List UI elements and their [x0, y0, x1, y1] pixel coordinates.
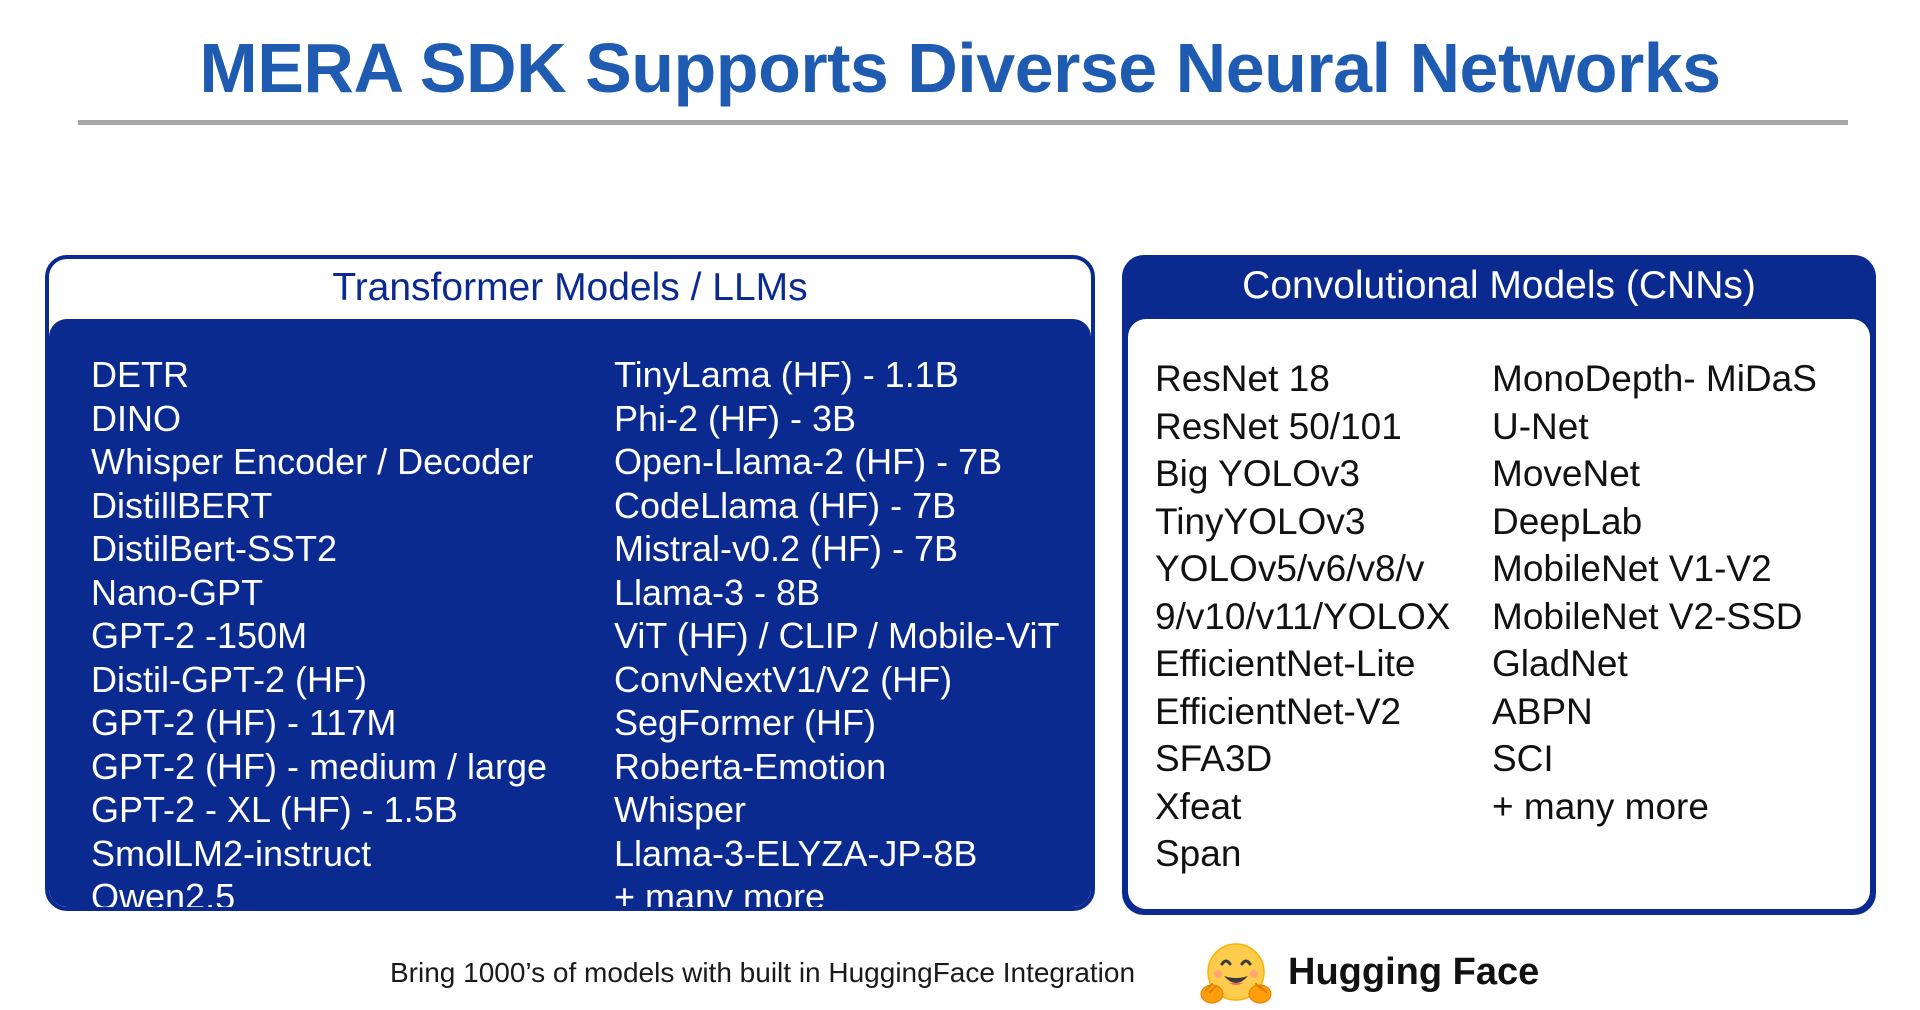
cnn-list-column-1: ResNet 18 ResNet 50/101 Big YOLOv3 TinyY… [1155, 355, 1450, 878]
model-list-item: MoveNet [1492, 453, 1641, 494]
model-list-item: MobileNet V2-SSD [1492, 595, 1803, 637]
model-list-item: Nano-GPT [91, 571, 264, 613]
model-list-item: 9/v10/v11/YOLOX [1155, 595, 1451, 637]
model-list-item: GPT-2 - XL (HF) - 1.5B [91, 789, 458, 830]
model-list-item: ResNet 50/101 [1155, 405, 1402, 447]
model-list-item: GPT-2 (HF) - 117M [91, 702, 397, 743]
model-list-item: ResNet 18 [1155, 358, 1330, 399]
model-list-item: SegFormer (HF) [614, 702, 877, 743]
model-list-item: SCI [1492, 738, 1554, 779]
cnn-panel-header: Convolutional Models (CNNs) [1242, 264, 1756, 307]
model-list-item: Llama-3 - 8B [614, 571, 821, 613]
model-list-item: EfficientNet-Lite [1155, 643, 1416, 684]
model-list-item: GPT-2 (HF) - medium / large [91, 745, 548, 787]
model-list-item: Whisper Encoder / Decoder [91, 441, 534, 482]
model-list-item: U-Net [1492, 405, 1589, 447]
model-list-item: Open-Llama-2 (HF) - 7B [614, 441, 1003, 482]
model-list-item: SmolLM2-instruct [91, 832, 372, 874]
model-list-item: Roberta-Emotion [614, 745, 887, 787]
model-list-item: GPT-2 -150M [91, 615, 308, 656]
model-list-item: Mistral-v0.2 (HF) - 7B [614, 528, 959, 569]
model-list-item: Distil-GPT-2 (HF) [91, 658, 367, 700]
model-list-item: + many more [1492, 785, 1709, 827]
model-list-item: TinyLama (HF) - 1.1B [614, 354, 959, 395]
hugging-face-brand-name: Hugging Face [1288, 951, 1540, 993]
model-list-item: ABPN [1492, 690, 1593, 732]
model-list-item: Span [1155, 833, 1242, 874]
model-list-item: Xfeat [1155, 785, 1242, 827]
model-list-item: TinyYOLOv3 [1155, 500, 1366, 542]
model-list-item: + many more [614, 876, 826, 911]
cnn-models-panel: Convolutional Models (CNNs) ResNet 18 Re… [1122, 255, 1876, 915]
model-list-item: Phi-2 (HF) - 3B [614, 397, 857, 439]
transformer-panel-header: Transformer Models / LLMs [332, 266, 808, 309]
footer: Bring 1000’s of models with built in Hug… [0, 940, 1920, 1010]
model-list-item: ConvNextV1/V2 (HF) [614, 658, 953, 700]
model-list-item: EfficientNet-V2 [1155, 690, 1402, 732]
model-list-item: Whisper [614, 789, 747, 830]
hugging-face-emoji-icon [1198, 940, 1274, 1010]
model-list-item: Qwen2.5 [91, 876, 236, 911]
transformer-models-panel: Transformer Models / LLMs DETR DINO Whis… [45, 255, 1095, 911]
cnn-panel-body: ResNet 18 ResNet 50/101 Big YOLOv3 TinyY… [1128, 319, 1870, 909]
cnn-list-column-2: MonoDepth- MiDaS U-Net MoveNet DeepLab M… [1492, 355, 1817, 830]
model-list-item: MobileNet V1-V2 [1492, 548, 1772, 589]
transformer-list-column-2: TinyLama (HF) - 1.1B Phi-2 (HF) - 3B Ope… [614, 353, 1060, 911]
hugging-face-emoji-graphic [1200, 943, 1272, 1004]
model-list-item: GladNet [1492, 643, 1628, 684]
slide-title: MERA SDK Supports Diverse Neural Network… [199, 29, 1721, 107]
model-list-item: DETR [91, 354, 189, 395]
model-list-item: DistilBert-SST2 [91, 528, 338, 569]
transformer-list-column-1: DETR DINO Whisper Encoder / Decoder Dist… [91, 353, 548, 911]
model-list-item: CodeLlama (HF) - 7B [614, 484, 957, 526]
model-list-item: DistillBERT [91, 484, 273, 526]
model-list-item: DINO [91, 397, 181, 439]
model-list-item: SFA3D [1155, 738, 1273, 779]
model-list-item: DeepLab [1492, 500, 1643, 542]
title-divider [78, 120, 1848, 125]
footer-caption: Bring 1000’s of models with built in Hug… [390, 957, 1136, 988]
transformer-panel-body: DETR DINO Whisper Encoder / Decoder Dist… [49, 319, 1091, 911]
model-list-item: Llama-3-ELYZA-JP-8B [614, 832, 978, 874]
model-list-item: ViT (HF) / CLIP / Mobile-ViT [614, 615, 1060, 656]
model-list-item: Big YOLOv3 [1155, 453, 1360, 494]
model-list-item: MonoDepth- MiDaS [1492, 358, 1817, 399]
model-list-item: YOLOv5/v6/v8/v [1155, 548, 1425, 589]
